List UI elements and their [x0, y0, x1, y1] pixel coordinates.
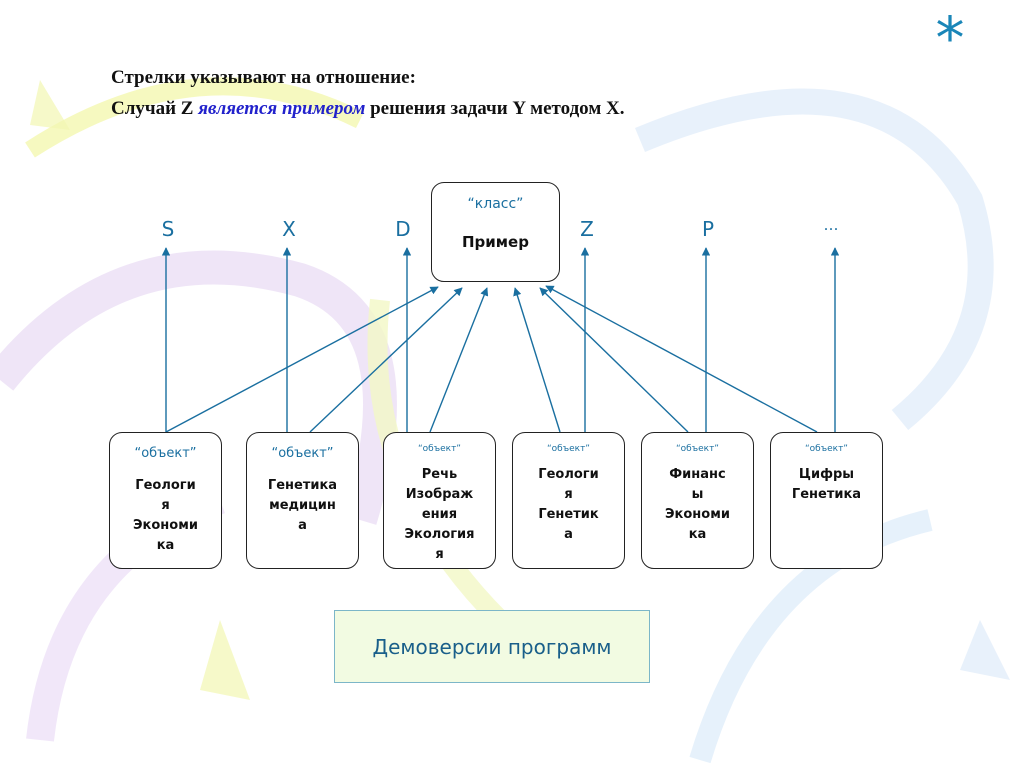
- property-label-x: X: [282, 217, 296, 241]
- heading-line-2-end: решения задачи Y методом X.: [365, 98, 625, 119]
- object-tag: “объект”: [805, 444, 848, 454]
- object-box-3: “объект” Речь Изображ ения Экология я: [383, 432, 496, 569]
- property-label-p: P: [701, 217, 715, 241]
- property-label-d: D: [395, 217, 411, 241]
- object-tag: “объект”: [676, 444, 719, 454]
- arrow-object2-to-class: [309, 287, 463, 433]
- object-box-6: “объект” Цифры Генетика: [770, 432, 883, 569]
- property-label-s: S: [161, 217, 175, 241]
- object-box-5: “объект” Финанс ы Экономи ка: [641, 432, 754, 569]
- class-name: Пример: [462, 233, 529, 251]
- arrow-object4-to-class: [513, 287, 561, 433]
- corner-asterisk-mark: *: [935, 4, 965, 72]
- object-text: Геологи я Экономи ка: [133, 478, 198, 553]
- object-text: Речь Изображ ения Экология я: [404, 467, 475, 562]
- property-label-ellipsis: …: [823, 216, 839, 234]
- object-tag: “объект”: [134, 446, 197, 461]
- heading-line-2: Случай Z является примером решения задач…: [111, 93, 624, 124]
- heading-line-2-start: Случай Z: [111, 98, 199, 119]
- arrow-object6-to-class: [545, 285, 818, 433]
- slide-heading: Стрелки указывают на отношение: Случай Z…: [111, 62, 624, 124]
- class-tag: “класс”: [467, 196, 524, 212]
- demo-programs-box: Демоверсии программ: [334, 610, 650, 683]
- object-text: Финанс ы Экономи ка: [665, 467, 730, 542]
- arrow-object3-to-class: [429, 287, 489, 433]
- object-text: Цифры Генетика: [791, 467, 862, 502]
- object-text: Генетика медицин а: [267, 478, 338, 533]
- object-box-4: “объект” Геологи я Генетик а: [512, 432, 625, 569]
- arrow-object1-to-class: [165, 286, 439, 433]
- arrow-object5-to-class: [539, 287, 689, 433]
- heading-line-2-emphasis: является примером: [198, 98, 366, 119]
- object-tag: “объект”: [271, 446, 334, 461]
- object-text: Геологи я Генетик а: [538, 467, 599, 542]
- object-tag: “объект”: [547, 444, 590, 454]
- object-box-1: “объект” Геологи я Экономи ка: [109, 432, 222, 569]
- property-label-z: Z: [580, 217, 594, 241]
- object-tag: “объект”: [418, 444, 461, 454]
- class-box-primer: “класс” Пример: [431, 182, 560, 282]
- heading-line-1: Стрелки указывают на отношение:: [111, 67, 416, 88]
- object-box-2: “объект” Генетика медицин а: [246, 432, 359, 569]
